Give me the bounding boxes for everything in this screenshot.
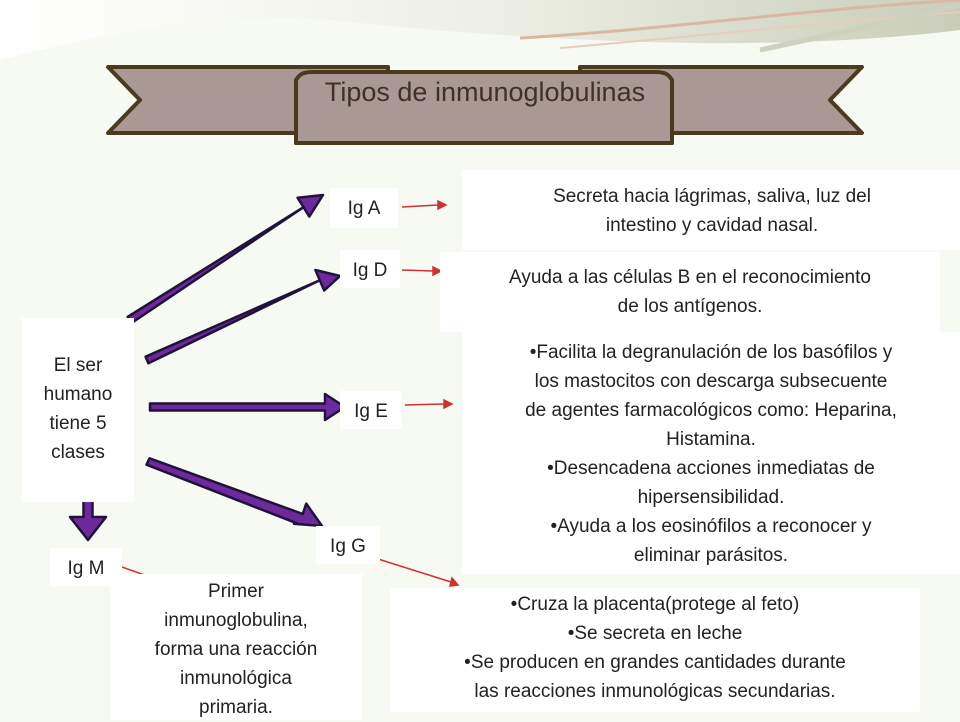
desc-line: intestino y cavidad nasal.	[605, 215, 819, 236]
arrow-to-igg	[145, 457, 324, 528]
label-ige: Ig E	[340, 391, 402, 429]
desc-line: •Cruza la placenta(protege al feto)	[510, 594, 800, 615]
desc-line: inmunoglobulina,	[164, 610, 308, 631]
desc-line: las reacciones inmunológicas secundarias…	[474, 681, 836, 702]
label-igd: Ig D	[340, 250, 400, 288]
arrow-to-iga	[126, 193, 325, 325]
desc-line: Histamina.	[666, 429, 756, 450]
desc-igd: Ayuda a las células B en el reconocimien…	[440, 252, 940, 332]
desc-line: Secreta hacia lágrimas, saliva, luz del	[553, 186, 871, 207]
connector-iga	[401, 204, 439, 208]
source-text: El ser	[53, 355, 103, 376]
top-swoosh	[0, 0, 960, 60]
desc-igm: Primer inmunoglobulina, forma una reacci…	[110, 574, 362, 720]
desc-line: Primer	[208, 581, 264, 602]
desc-line: de los antígenos.	[617, 296, 763, 317]
connector-igg	[377, 558, 452, 583]
red-connectors	[121, 199, 460, 589]
title-banner	[106, 65, 864, 145]
banner-center	[294, 70, 674, 145]
page-title: Tipos de inmunoglobulinas	[324, 77, 646, 107]
source-text: humano	[43, 384, 113, 405]
desc-line: hipersensibilidad.	[637, 487, 785, 508]
connector-ige	[404, 403, 445, 406]
desc-line: •Se secreta en leche	[567, 623, 743, 644]
desc-line: de agentes farmacológicos como: Heparina…	[525, 400, 897, 421]
desc-ige: •Facilita la degranulación de los basófi…	[462, 332, 960, 574]
desc-line: inmunológica	[180, 668, 292, 689]
desc-line: •Ayuda a los eosinófilos a reconocer y	[550, 516, 872, 537]
source-text: clases	[51, 442, 105, 463]
desc-line: Ayuda a las células B en el reconocimien…	[509, 267, 871, 288]
desc-line: eliminar parásitos.	[633, 545, 789, 566]
desc-iga: Secreta hacia lágrimas, saliva, luz del …	[462, 170, 960, 250]
desc-line: •Desencadena acciones inmediatas de	[547, 458, 875, 479]
desc-igg: •Cruza la placenta(protege al feto) •Se …	[390, 588, 920, 712]
desc-line: •Se producen en grandes cantidades duran…	[464, 652, 846, 673]
source-text: tiene 5	[49, 413, 107, 434]
arrow-to-igd	[144, 268, 342, 365]
label-iga: Ig A	[330, 188, 398, 228]
desc-line: primaria.	[199, 697, 273, 718]
label-igg: Ig G	[316, 526, 380, 564]
source-box: El ser humano tiene 5 clases	[22, 318, 134, 502]
top-swoosh-accent	[759, 2, 960, 53]
label-igm: Ig M	[50, 548, 122, 586]
desc-line: •Facilita la degranulación de los basófi…	[529, 342, 893, 363]
top-swoosh-accent	[519, 0, 960, 40]
desc-line: los mastocitos con descarga subsecuente	[534, 371, 888, 392]
desc-line: forma una reacción	[154, 639, 318, 660]
connector-igd	[401, 269, 434, 272]
arrow-to-ige	[148, 392, 347, 422]
purple-arrows	[68, 193, 347, 542]
